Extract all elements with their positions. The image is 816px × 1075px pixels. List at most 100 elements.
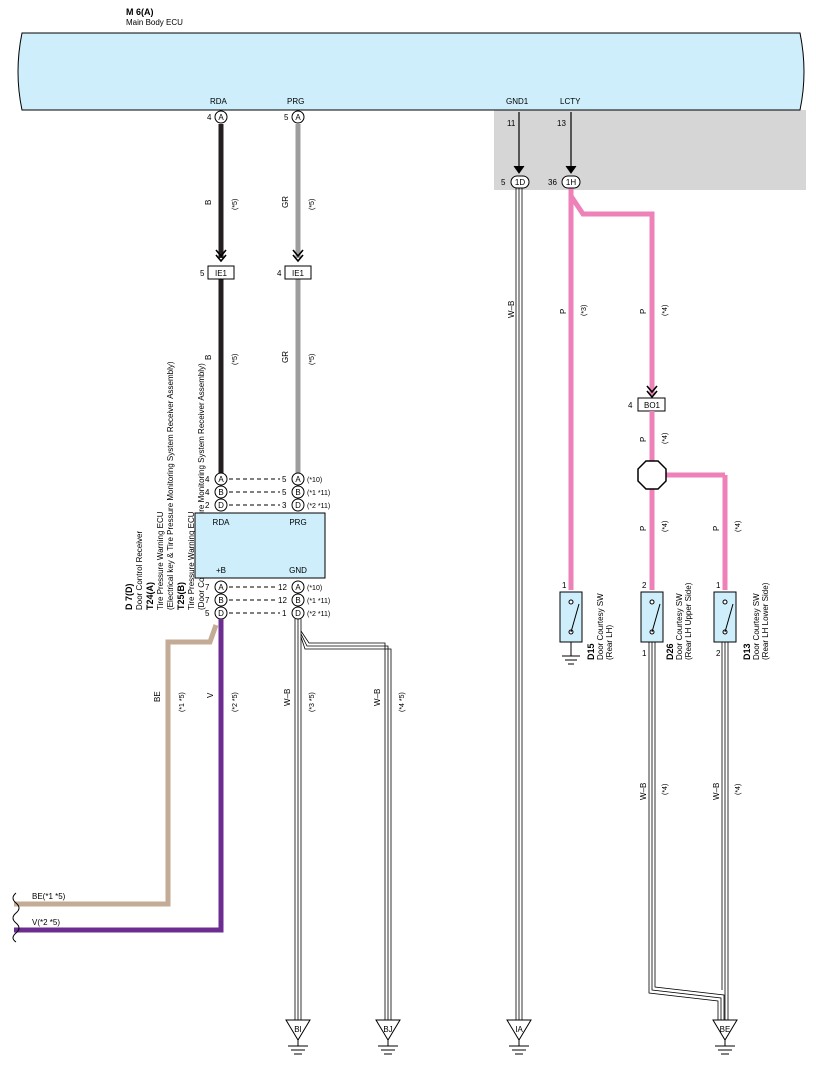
receiver-label-t25: T25(B) — [176, 582, 186, 610]
receiver-top-right-note-2: (*2 *11) — [307, 503, 330, 510]
receiver-top-left-conn-1: B — [218, 488, 223, 497]
wire-rda-upper-color: B — [204, 200, 213, 205]
wire-d26-up-color: P — [639, 526, 648, 531]
receiver-top-left-num-2: 2 — [205, 501, 210, 510]
receiver-label-code: D 7(D) — [124, 583, 134, 610]
d26-name: Door Courtesy SW — [675, 593, 684, 660]
bo1-arrow — [646, 385, 658, 394]
receiver-label-name: Door Control Receiver — [135, 531, 144, 610]
d26-code: D26 — [665, 643, 675, 660]
d26-pin-bottom: 1 — [642, 649, 647, 658]
wire-gnd-bj — [300, 630, 392, 1020]
receiver-top-left-num-1: 4 — [205, 488, 210, 497]
receiver-bottom-right-pin-1 — [291, 593, 305, 607]
gnd1-ecu-num: 11 — [507, 119, 516, 128]
d15-name: Door Courtesy SW — [596, 593, 605, 660]
junction-gnd1 — [510, 175, 530, 189]
receiver-top-left-num-0: 4 — [205, 475, 210, 484]
d13-pos: (Rear LH Lower Side) — [761, 582, 770, 660]
main-body-ecu — [17, 32, 805, 111]
receiver-top-right-num-0: 5 — [282, 475, 287, 484]
ie1-prg-label: IE1 — [292, 269, 305, 278]
wire-prg-upper-color: GR — [281, 196, 290, 208]
receiver-label-t25-sub: (Door Control & Tire Pressure Monitoring… — [197, 363, 206, 610]
bo1-arrow2 — [646, 390, 658, 399]
receiver-bottom-pins: 7 A 7 B 5 D 12 A (*10) 12 B (*1 *11) 1 D… — [205, 580, 330, 620]
ecu-pin-prg-conn: A — [295, 113, 301, 122]
wire-be — [14, 624, 219, 907]
wire-v — [14, 619, 224, 933]
ground-be: BE — [712, 1019, 738, 1055]
ie1-rda-num: 5 — [200, 269, 205, 278]
ie1-rda-arrow2 — [215, 254, 227, 263]
receiver-top-right-note-0: (*10) — [307, 477, 322, 484]
d15-ground-icon — [562, 655, 580, 665]
receiver-bottom-right-num-1: 12 — [278, 596, 287, 605]
junction-lcty-conn: 1H — [566, 178, 576, 187]
junction-block-zone — [494, 110, 806, 190]
ie1-prg-arrow2 — [292, 254, 304, 263]
wire-gnd-bi-color: W–B — [283, 689, 292, 706]
receiver-bottom-left-num-2: 5 — [205, 609, 210, 618]
wire-gnd-bi — [294, 619, 302, 1020]
bo1-label: BO1 — [644, 401, 661, 410]
receiver-top-right-pin-0 — [291, 472, 305, 486]
wire-lcty-right-note: (*4) — [662, 305, 669, 316]
wire-prg-upper-note: (*5) — [309, 199, 316, 210]
receiver-bottom-left-num-1: 7 — [205, 596, 210, 605]
wire-d13-up-note: (*4) — [735, 521, 742, 532]
wire-gnd-bj-note: (*4 *5) — [399, 692, 406, 712]
ecu-pin-prg-num: 5 — [284, 113, 289, 122]
ecu-pin-prg — [291, 110, 305, 124]
ie1-rda-label: IE1 — [215, 269, 228, 278]
wire-v-note: (*2 *5) — [232, 692, 239, 712]
junction-gnd1-conn: 1D — [515, 178, 525, 187]
splice-point — [637, 460, 667, 490]
receiver-top-left-pin-1 — [214, 485, 228, 499]
wire-v-color: V — [206, 692, 215, 698]
receiver-top-left-pin-2 — [214, 498, 228, 512]
wire-bo1-down-color: P — [639, 437, 648, 442]
d15-pos: (Rear LH) — [605, 625, 614, 660]
d15-switch-symbol — [568, 599, 580, 635]
receiver-pin-prg: PRG — [289, 518, 306, 527]
wire-be-note: (*1 *5) — [179, 692, 186, 712]
d13-switch-symbol — [722, 599, 734, 635]
ie1-rda-box — [207, 265, 235, 280]
gnd1-arrow — [513, 165, 525, 174]
wire-rda-lower-color: B — [204, 355, 213, 360]
receiver-bottom-left-pin-1 — [214, 593, 228, 607]
d13-pin-bottom: 2 — [716, 649, 721, 658]
receiver-bottom-right-note-1: (*1 *11) — [307, 598, 330, 605]
ground-bi-label: BI — [294, 1025, 302, 1034]
ground-bj-label: BJ — [383, 1025, 392, 1034]
receiver-bottom-right-note-0: (*10) — [307, 585, 322, 592]
wire-d26-gnd-note: (*4) — [662, 784, 669, 795]
d13-name: Door Courtesy SW — [752, 593, 761, 660]
receiver-label-t25-name: Tire Pressure Warning ECU — [187, 511, 196, 610]
receiver-pin-b: +B — [216, 566, 226, 575]
receiver-bottom-left-num-0: 7 — [205, 583, 210, 592]
lcty-arrow — [565, 165, 577, 174]
wire-prg-lower-color: GR — [281, 351, 290, 363]
receiver-pin-rda: RDA — [213, 518, 231, 527]
receiver-bottom-right-num-0: 12 — [278, 583, 287, 592]
wire-bo1-down-note: (*4) — [662, 433, 669, 444]
wire-gnd-bj-color: W–B — [373, 689, 382, 706]
wire-gnd1-color: W–B — [507, 301, 516, 318]
pin-name-prg: PRG — [287, 97, 304, 106]
ecu-pin-rda-num: 4 — [207, 113, 212, 122]
ecu-pin-rda-conn: A — [218, 113, 224, 122]
d15-pin-top: 1 — [562, 581, 567, 590]
ie1-rda-arrow — [215, 249, 227, 258]
wire-be-color: BE — [153, 691, 162, 702]
wire-d13-up-color: P — [712, 526, 721, 531]
receiver-top-left-pin-0 — [214, 472, 228, 486]
d15-code: D15 — [586, 643, 596, 660]
wire-d13-gnd-color: W–B — [712, 783, 721, 800]
ecu-pin-rda — [214, 110, 228, 124]
wire-prg-lower-note: (*5) — [309, 354, 316, 365]
receiver-box — [194, 512, 326, 579]
left-wire-break — [12, 892, 20, 943]
receiver-top-right-num-1: 5 — [282, 488, 287, 497]
